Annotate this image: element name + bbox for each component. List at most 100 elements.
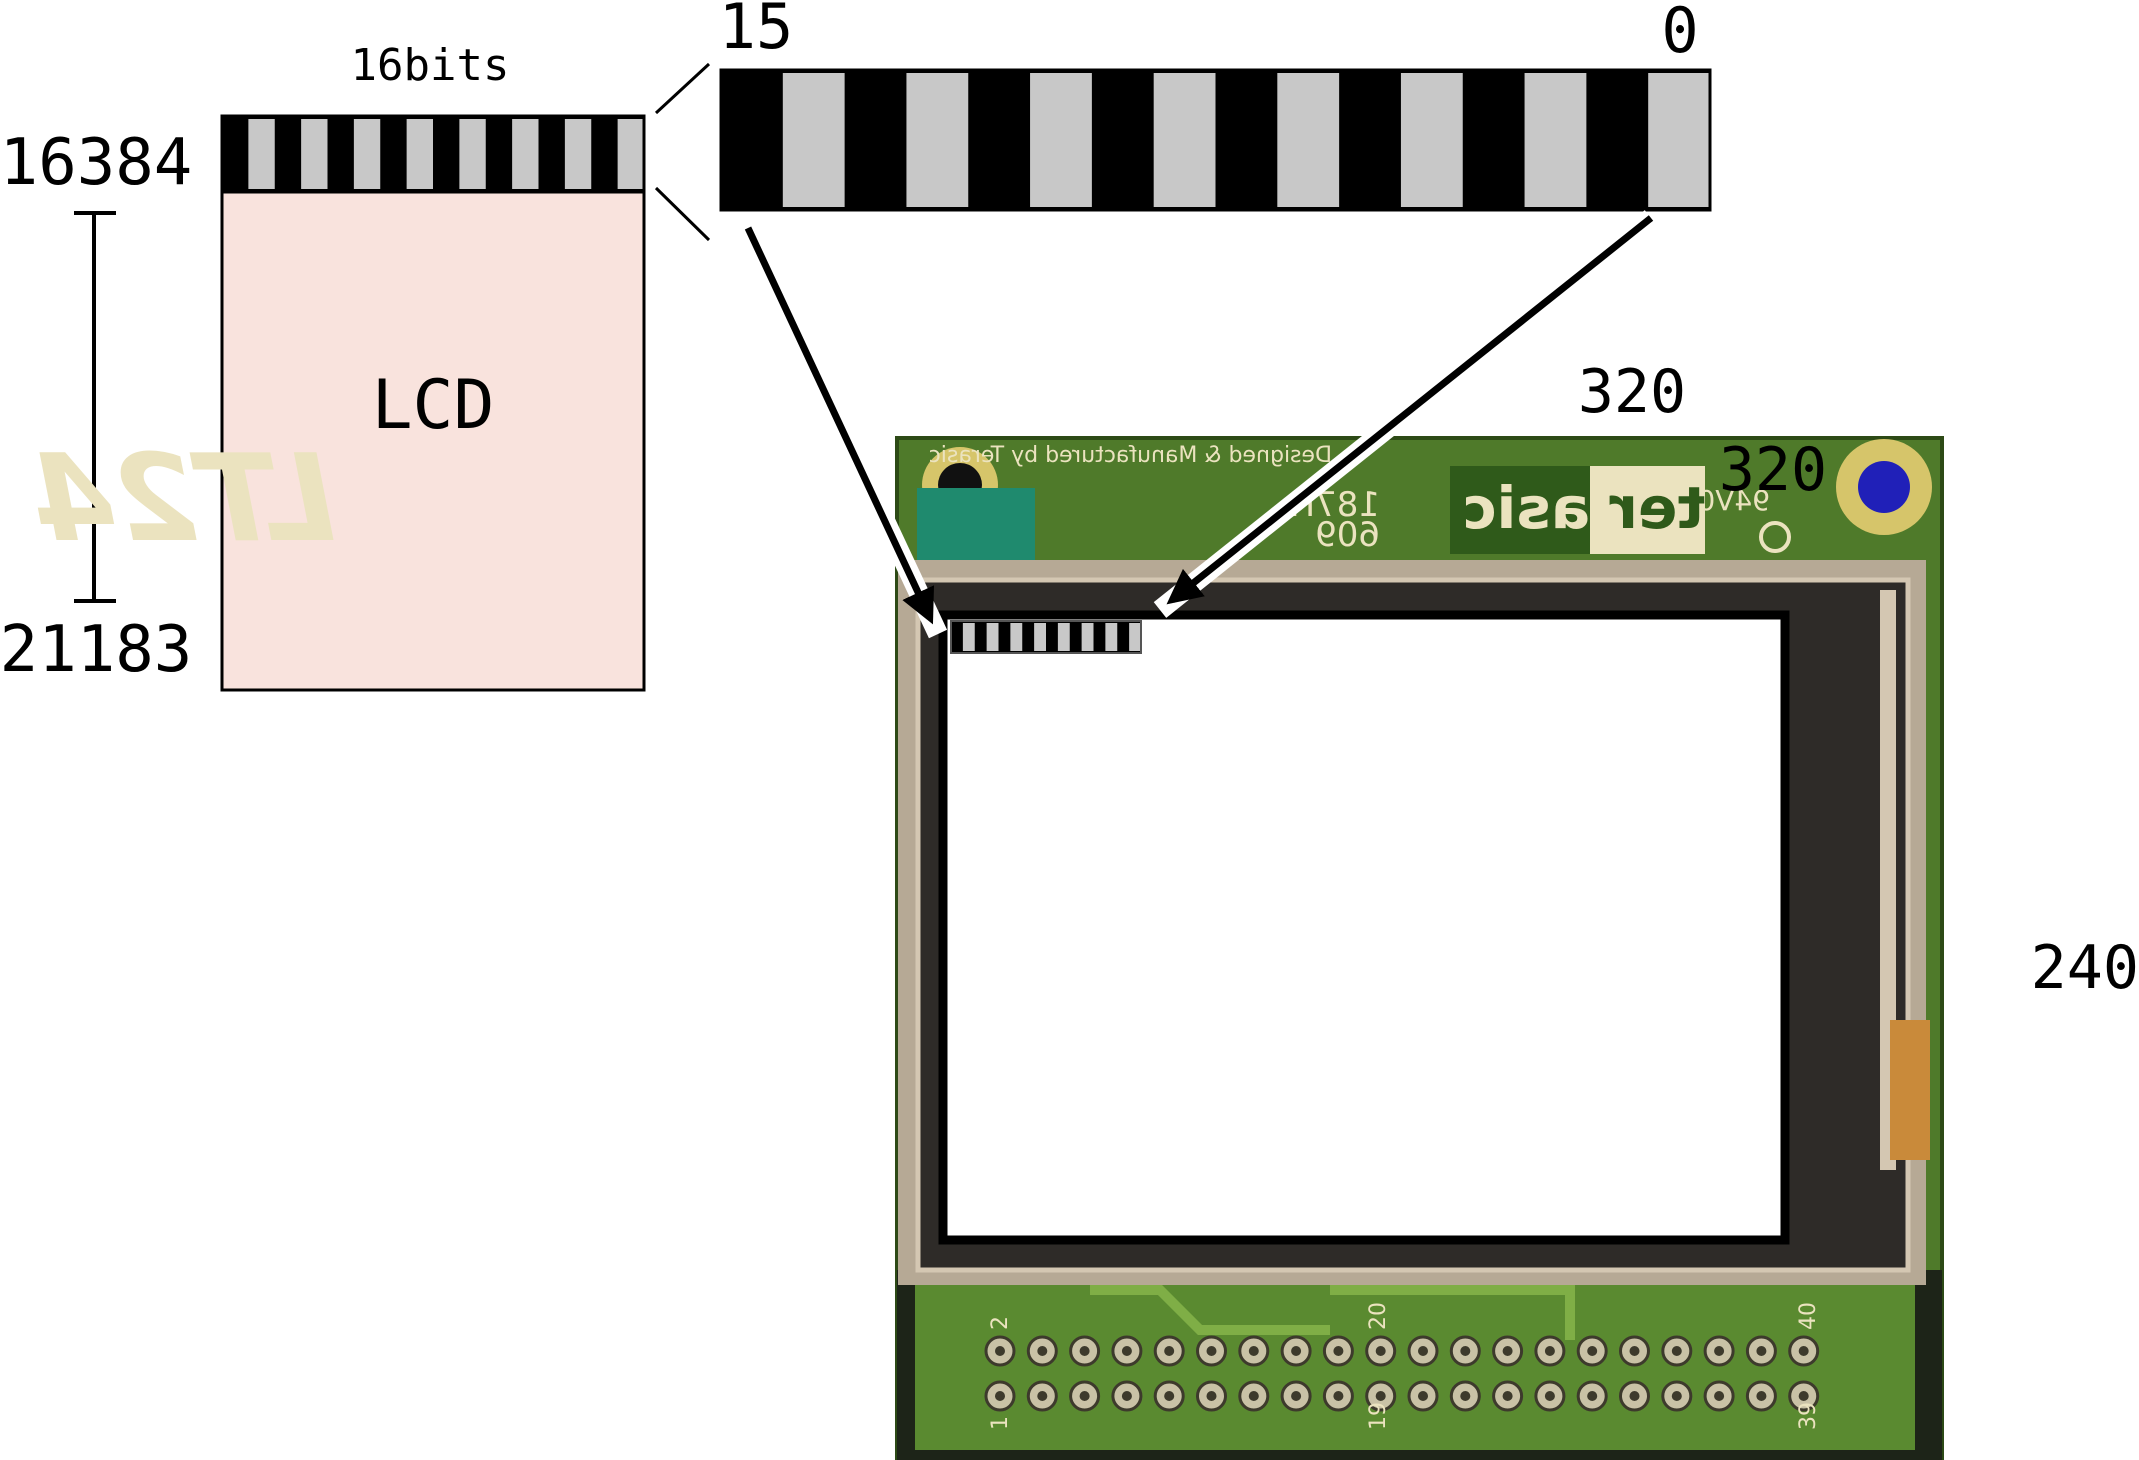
first-pixel-bit-12 bbox=[986, 623, 999, 651]
pin-number-39: 39 bbox=[1796, 1402, 1821, 1430]
header-pin-hole bbox=[1714, 1391, 1725, 1401]
header-pin-hole bbox=[1544, 1346, 1555, 1356]
pcb-code-label: 609 bbox=[1315, 515, 1380, 555]
header-pin-hole bbox=[1375, 1346, 1386, 1356]
first-pixel-bit-0 bbox=[1129, 623, 1141, 651]
memory-word-bit-0 bbox=[617, 119, 644, 189]
header-pin-hole bbox=[1079, 1346, 1090, 1356]
register-bit-10 bbox=[1030, 73, 1092, 207]
header-pin-hole bbox=[1206, 1391, 1217, 1401]
header-pin-hole bbox=[1248, 1391, 1259, 1401]
cert-mark bbox=[1759, 521, 1791, 553]
header-pin-hole bbox=[1714, 1346, 1725, 1356]
pin-number-20: 20 bbox=[1366, 1302, 1391, 1330]
header-pin-hole bbox=[995, 1391, 1005, 1401]
header-pin-hole bbox=[1418, 1391, 1428, 1401]
msb-label: 15 bbox=[719, 0, 794, 63]
header-pin-hole bbox=[1756, 1346, 1767, 1356]
bit-register bbox=[719, 68, 1712, 212]
header-pin-hole bbox=[1798, 1346, 1809, 1356]
screen-width-label-inner: 320 bbox=[1719, 435, 1827, 505]
header-pin-hole bbox=[995, 1346, 1005, 1356]
memory-block: LCD bbox=[220, 114, 646, 692]
header-pin-hole bbox=[1121, 1346, 1132, 1356]
memory-word-bit-4 bbox=[512, 119, 539, 189]
pcb-silkscreen: LT24 Designed & Manufactured by Terasic … bbox=[31, 430, 1770, 569]
first-pixel-bit-2 bbox=[1105, 623, 1118, 651]
header-pin-hole bbox=[1333, 1346, 1344, 1356]
header-pin-hole bbox=[1418, 1346, 1428, 1356]
memory-word-bit-12 bbox=[301, 119, 328, 189]
header-pin-hole bbox=[1375, 1391, 1386, 1401]
mounting-hole-right bbox=[1836, 439, 1932, 535]
logo-text-right: asic bbox=[1462, 474, 1590, 542]
register-bit-6 bbox=[1277, 73, 1340, 207]
width-label: 16bits bbox=[351, 40, 510, 91]
first-pixel-bit-8 bbox=[1034, 623, 1046, 651]
memory-word-bits bbox=[248, 119, 644, 189]
header-pin-hole bbox=[1460, 1346, 1471, 1356]
header-pin-hole bbox=[1206, 1346, 1217, 1356]
header-pin-hole bbox=[1037, 1391, 1048, 1401]
memory-word-bit-8 bbox=[406, 119, 433, 189]
header-pin-numbers: 2 20 40 1 19 39 bbox=[988, 1302, 1821, 1430]
memory-word-bit-6 bbox=[459, 119, 486, 189]
flex-cable bbox=[1890, 1020, 1930, 1160]
teal-sticker bbox=[917, 488, 1035, 570]
address-range-bracket bbox=[74, 211, 116, 603]
pin-number-1: 1 bbox=[988, 1416, 1013, 1430]
header-pin-hole bbox=[1629, 1391, 1640, 1401]
register-bit-14 bbox=[782, 73, 845, 207]
zoom-line-top bbox=[654, 62, 711, 115]
bit-register-bits bbox=[782, 73, 1710, 207]
first-pixel-bit-14 bbox=[962, 623, 975, 651]
terasic-logo: ter asic bbox=[1450, 466, 1705, 554]
header-pin-hole bbox=[1121, 1391, 1132, 1401]
screen-area bbox=[938, 610, 1790, 1245]
start-address-label: 16384 bbox=[0, 126, 192, 200]
lcd-region-label: LCD bbox=[372, 366, 495, 445]
lsb-label: 0 bbox=[1661, 0, 1698, 67]
register-bit-4 bbox=[1400, 73, 1463, 207]
header-pin-hole bbox=[1502, 1391, 1513, 1401]
pcb-model-label: LT24 bbox=[31, 430, 336, 569]
register-bit-8 bbox=[1153, 73, 1216, 207]
header-pin-hole bbox=[1502, 1346, 1513, 1356]
header-pin-hole bbox=[1460, 1391, 1471, 1401]
first-pixel-bit-4 bbox=[1081, 623, 1094, 651]
header-pin-hole bbox=[1629, 1346, 1640, 1356]
screen-height-label: 240 bbox=[2031, 933, 2139, 1003]
arrow-msb bbox=[738, 223, 948, 639]
memory-word-bit-10 bbox=[353, 119, 381, 189]
pcb-cert-label: 94V0 bbox=[1697, 484, 1770, 517]
memory-block-outline bbox=[220, 114, 646, 692]
pin-number-19: 19 bbox=[1366, 1402, 1391, 1430]
zoom-line-bottom bbox=[654, 186, 711, 242]
register-bit-12 bbox=[906, 73, 969, 207]
end-address-label: 21183 bbox=[0, 613, 192, 687]
screen-width-label-outer: 320 bbox=[1578, 357, 1686, 427]
bit-register-outline bbox=[719, 68, 1712, 212]
pin-number-40: 40 bbox=[1796, 1302, 1821, 1330]
header-pin-hole bbox=[1587, 1346, 1598, 1356]
header-pins bbox=[984, 1335, 1820, 1412]
header-pin-hole bbox=[1671, 1391, 1682, 1401]
first-pixel-bit-10 bbox=[1010, 623, 1023, 651]
header-pin-hole bbox=[1164, 1391, 1175, 1401]
header-pin-hole bbox=[1291, 1346, 1302, 1356]
header-pin-hole bbox=[1798, 1391, 1809, 1401]
memory-word-bit-14 bbox=[248, 119, 275, 189]
first-pixel-bit-6 bbox=[1057, 623, 1070, 651]
header-pin-hole bbox=[1587, 1391, 1598, 1401]
lt24-board: LT24 Designed & Manufactured by Terasic … bbox=[31, 430, 1944, 1460]
first-pixel-word bbox=[950, 620, 1142, 654]
header-pin-hole bbox=[1079, 1391, 1090, 1401]
header-pin-hole bbox=[1037, 1346, 1048, 1356]
pin-number-2: 2 bbox=[988, 1316, 1013, 1330]
header-pin-hole bbox=[1248, 1346, 1259, 1356]
header-pin-hole bbox=[1164, 1346, 1175, 1356]
pcb-credit-label: Designed & Manufactured by Terasic bbox=[929, 443, 1332, 468]
header-pin-hole bbox=[1671, 1346, 1682, 1356]
header-pin-hole bbox=[1544, 1391, 1555, 1401]
